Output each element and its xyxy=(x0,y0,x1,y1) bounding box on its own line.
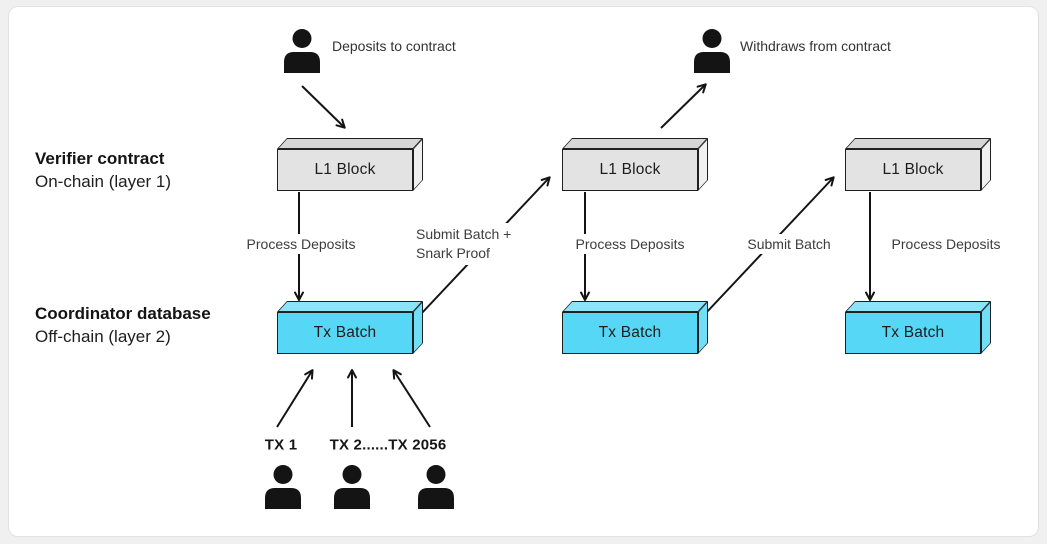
tx-batch-label: Tx Batch xyxy=(845,312,981,354)
l1-block-label: L1 Block xyxy=(562,149,698,191)
l1-block-node-1: L1 Block xyxy=(277,138,424,191)
tx-range-label: TX 2......TX 2056 xyxy=(329,436,447,454)
person-icon xyxy=(693,29,731,73)
layer2-subtitle: Off-chain (layer 2) xyxy=(35,327,171,346)
box-top-face xyxy=(562,301,709,312)
submit-batch-label: Submit Batch xyxy=(741,234,837,254)
layer1-row-label: Verifier contract On-chain (layer 1) xyxy=(35,147,171,193)
l1-block-label: L1 Block xyxy=(277,149,413,191)
deposit-actor-label: Deposits to contract xyxy=(332,38,456,54)
box-top-face xyxy=(845,138,992,149)
process-deposits-label-1: Process Deposits xyxy=(240,234,362,254)
tx-batch-label: Tx Batch xyxy=(562,312,698,354)
person-icon xyxy=(264,465,302,509)
person-icon xyxy=(333,465,371,509)
tx-batch-label: Tx Batch xyxy=(277,312,413,354)
process-deposits-label-2: Process Deposits xyxy=(569,234,691,254)
box-top-face xyxy=(277,138,424,149)
tx-batch-node-2: Tx Batch xyxy=(562,301,709,354)
tx1-label: TX 1 xyxy=(264,436,298,454)
person-icon xyxy=(417,465,455,509)
layer1-subtitle: On-chain (layer 1) xyxy=(35,172,172,191)
l1-block-node-2: L1 Block xyxy=(562,138,709,191)
tx-batch-node-1: Tx Batch xyxy=(277,301,424,354)
diagram-card xyxy=(8,6,1039,537)
tx-batch-node-3: Tx Batch xyxy=(845,301,992,354)
submit-batch-snark-label: Submit Batch + Snark Proof xyxy=(410,223,518,265)
submit-batch-snark-line1: Submit Batch + xyxy=(416,226,512,242)
box-top-face xyxy=(277,301,424,312)
layer2-row-label: Coordinator database Off-chain (layer 2) xyxy=(35,302,211,348)
submit-batch-snark-line2: Snark Proof xyxy=(416,245,490,261)
layer1-title: Verifier contract xyxy=(35,149,165,168)
layer2-title: Coordinator database xyxy=(35,304,211,323)
l1-block-node-3: L1 Block xyxy=(845,138,992,191)
person-icon xyxy=(283,29,321,73)
box-top-face xyxy=(845,301,992,312)
withdraw-actor-label: Withdraws from contract xyxy=(740,38,891,54)
box-top-face xyxy=(562,138,709,149)
l1-block-label: L1 Block xyxy=(845,149,981,191)
process-deposits-label-3: Process Deposits xyxy=(885,234,1007,254)
